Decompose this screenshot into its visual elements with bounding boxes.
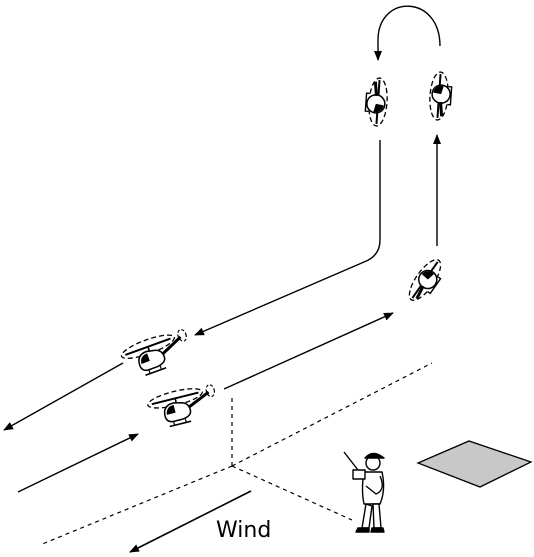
landing-pad [416, 440, 533, 488]
ground-perspective-lines [39, 362, 433, 546]
wind-label: Wind [216, 518, 271, 543]
helicopter-icon [117, 324, 196, 383]
helicopter-icon [402, 253, 451, 309]
wind-arrow [129, 490, 252, 553]
flight-path-upper [194, 140, 381, 336]
pilot-figure [343, 451, 385, 533]
helicopter-icon [362, 75, 391, 129]
flight-path-upper-exit [3, 362, 124, 431]
helicopter-icon [144, 380, 222, 432]
loop-arc [374, 5, 441, 61]
flight-path-lower [223, 312, 394, 390]
helicopter-icon [426, 69, 455, 123]
flight-path-lower-entry [17, 433, 139, 493]
